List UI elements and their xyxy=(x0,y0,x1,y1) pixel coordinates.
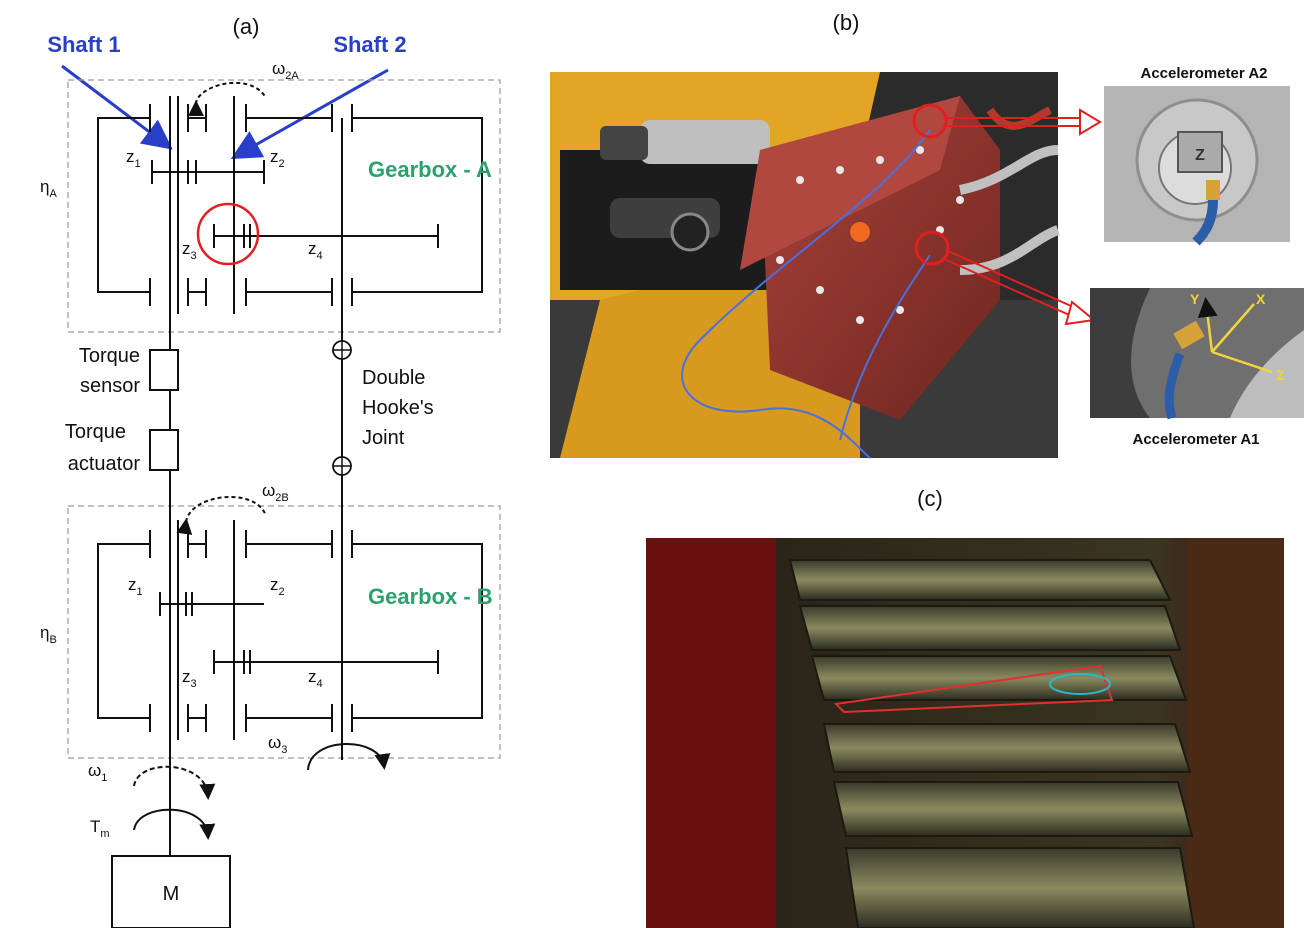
gearbox-a-boundary xyxy=(67,79,501,333)
omega-1-arrow xyxy=(133,765,216,800)
gearbox-a-frame xyxy=(97,96,483,314)
shaft-1-label: Shaft 1 xyxy=(47,32,120,57)
axis-y-label: Y xyxy=(1190,291,1200,307)
accelerometer-a2-label: Accelerometer A2 xyxy=(1140,65,1267,82)
accelerometer-a2-photo: Z xyxy=(1104,86,1290,246)
torque-actuator-label-2: actuator xyxy=(68,453,141,475)
torque-sensor-label-1: Torque xyxy=(79,345,140,367)
eta-b-label: ηB xyxy=(40,623,57,646)
torque-tm-label: Tm xyxy=(90,817,110,840)
accel-a2-location-circle xyxy=(912,103,948,139)
accel-a1-location-circle xyxy=(914,230,950,266)
defect-highlight-circle xyxy=(196,202,260,266)
torque-sensor-label-2: sensor xyxy=(80,375,140,397)
accelerometer-a1-photo: Y X Z xyxy=(1090,288,1304,420)
omega-1-label: ω1 xyxy=(88,761,107,784)
torque-actuator-box xyxy=(149,429,179,471)
hooke-label-1: Double xyxy=(362,367,425,389)
panel-label-c: (c) xyxy=(917,486,943,511)
z2-label-a: z2 xyxy=(270,147,285,170)
torque-actuator-label-1: Torque xyxy=(65,421,126,443)
torque-tm-arrow xyxy=(133,808,216,840)
z3-label-a: z3 xyxy=(182,239,197,262)
motor-box xyxy=(111,855,231,928)
eta-a-label: ηA xyxy=(40,177,57,200)
hooke-joint-top xyxy=(332,340,352,360)
gearbox-b-boundary xyxy=(67,505,501,759)
omega-3-arrow xyxy=(307,743,391,771)
callout-arrow-a2 xyxy=(946,108,1102,136)
shaft-1-arrow xyxy=(61,64,173,150)
shaft-2-label: Shaft 2 xyxy=(333,32,406,57)
omega-2b-arrow xyxy=(176,495,267,536)
hooke-label-3: Joint xyxy=(362,427,405,449)
axis-x-label: X xyxy=(1256,291,1266,307)
gearbox-a-label: Gearbox - A xyxy=(368,157,492,182)
accelerometer-a1-label: Accelerometer A1 xyxy=(1132,431,1259,448)
panel-label-b: (b) xyxy=(833,10,860,35)
hooke-joint-bottom xyxy=(332,456,352,476)
omega-2a-arrow xyxy=(187,81,267,117)
gearbox-b-label: Gearbox - B xyxy=(368,584,493,609)
omega-2a-label: ω2A xyxy=(272,59,299,82)
omega-3-label: ω3 xyxy=(268,733,287,756)
panel-c-photo: (c) xyxy=(646,486,1284,928)
motor-label: M xyxy=(163,883,180,905)
omega-2b-label: ω2B xyxy=(262,481,289,504)
z1-label-a: z1 xyxy=(126,147,141,170)
z2-label-b: z2 xyxy=(270,575,285,598)
z4-label-b: z4 xyxy=(308,667,323,690)
torque-sensor-box xyxy=(149,349,179,391)
z1-label-b: z1 xyxy=(128,575,143,598)
sensor-face-label: Z xyxy=(1195,147,1205,164)
z3-label-b: z3 xyxy=(182,667,197,690)
gearbox-b-frame xyxy=(97,506,483,760)
gear-teeth-photo xyxy=(646,538,1284,928)
callout-arrow-a1 xyxy=(941,249,1097,326)
panel-b-photo: (b) xyxy=(550,10,1304,459)
hooke-label-2: Hooke's xyxy=(362,397,434,419)
axis-z-label: Z xyxy=(1276,367,1285,383)
z4-label-a: z4 xyxy=(308,239,323,262)
panel-label-a: (a) xyxy=(233,14,260,39)
panel-a-schematic: (a) Shaft 1 Shaft 2 xyxy=(40,14,501,928)
shaft-2-arrow xyxy=(230,68,389,159)
